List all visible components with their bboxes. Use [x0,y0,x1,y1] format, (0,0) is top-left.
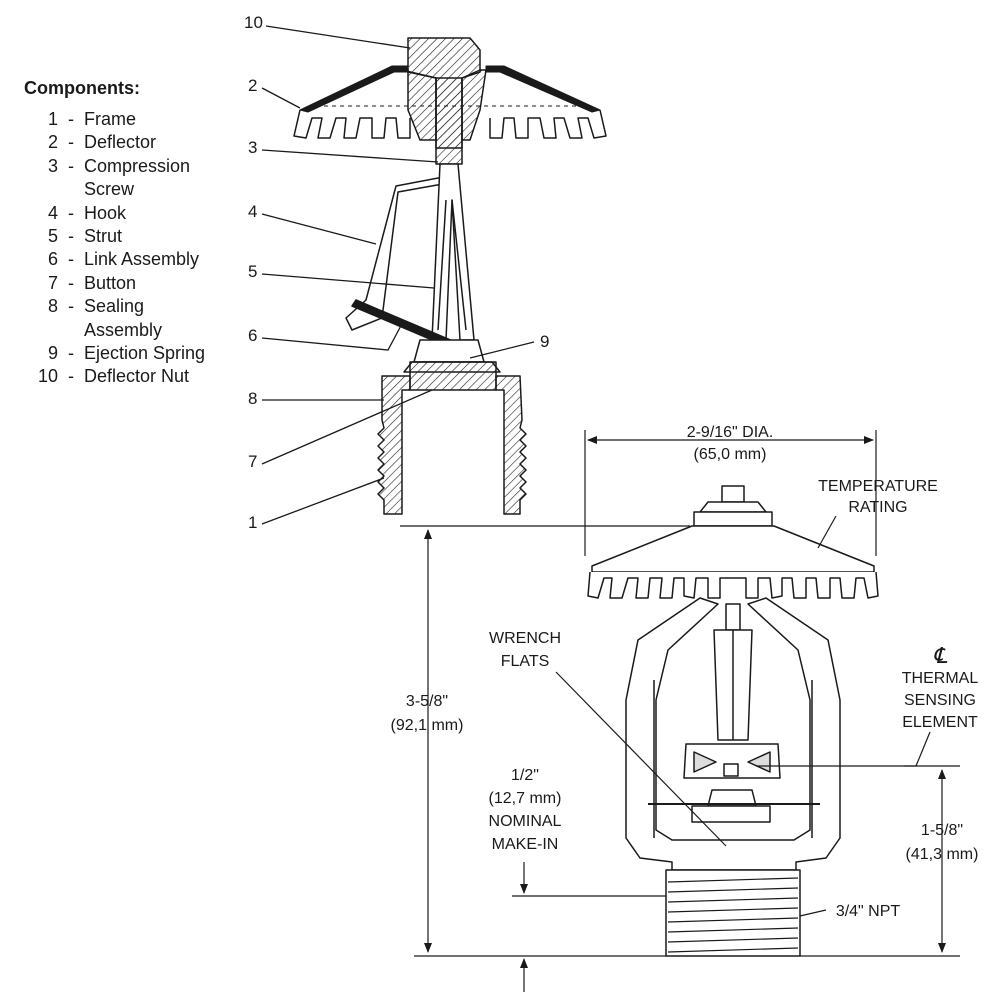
npt-thread-label: 3/4" NPT [836,903,901,920]
legend-item-dash: - [68,226,74,247]
thermal-sensing-label-2: SENSING [904,692,976,709]
callout-4: 4 [248,202,257,221]
make-in-dimension-mm: (12,7 mm) [489,790,562,807]
callout-10: 10 [244,13,263,32]
callout-8: 8 [248,389,257,408]
legend-item-number: 6 [47,249,58,270]
legend-item-dash: - [68,249,74,270]
diameter-dimension: 2-9/16" DIA. [687,424,774,441]
callout-9: 9 [540,332,549,351]
frame-body-left-section [377,375,411,515]
wrench-flats-label: WRENCH [489,630,561,647]
deflector-nut [721,485,745,503]
make-in-dimension: 1/2" [511,767,539,784]
callout-5: 5 [248,262,257,281]
legend-item-name: Ejection Spring [84,343,206,364]
legend-item-number: 2 [47,132,58,153]
legend-item: 3-Compression Screw [24,155,239,202]
legend-item-name: Frame [84,109,137,129]
compression-screw [725,603,741,631]
legend-item-dash: - [68,132,74,153]
legend-item-number: 9 [47,343,58,364]
sectional-view [293,37,607,515]
legend-item-name: Hook [84,202,127,223]
legend-item-dash: - [68,366,74,387]
legend-item-number: 4 [47,202,58,223]
legend-item: 7-Button [24,272,239,295]
deflector [591,525,875,573]
callout-numbers: 10 2 3 4 5 6 9 8 7 1 [244,13,549,532]
legend-item-name: Compression Screw [84,155,191,200]
thermal-sensing-element [683,743,781,779]
element-height-dimension-mm: (41,3 mm) [906,846,979,863]
legend-item-number: 7 [47,272,58,293]
legend-item-name: Button [84,272,137,293]
callout-6: 6 [248,326,257,345]
deflector-plate-section [299,65,409,113]
centerline-symbol: ℄ [933,643,948,668]
deflector-skirt-section [293,109,411,139]
hook-section [345,174,455,331]
dimension-text: 2-9/16" DIA. (65,0 mm) TEMPERATURE RATIN… [391,424,979,920]
legend-item-name: Link Assembly [84,249,200,270]
callout-1: 1 [248,513,257,532]
callout-3: 3 [248,138,257,157]
deflector-cone-section [401,69,437,141]
thermal-sensing-label-3: ELEMENT [902,714,978,731]
legend-item: 5-Strut [24,225,239,248]
diameter-dimension-mm: (65,0 mm) [694,446,767,463]
overall-height-dimension-mm: (92,1 mm) [391,717,464,734]
legend-item: 4-Hook [24,202,239,225]
overall-height-dimension: 3-5/8" [406,693,448,710]
make-in-label: MAKE-IN [492,836,559,853]
legend-item-name: Deflector Nut [84,366,190,387]
compression-screw-section [435,77,463,165]
wrench-flats-label-2: FLATS [501,653,550,670]
button-section [409,361,497,391]
make-in-nominal: NOMINAL [489,813,562,830]
ejection-spring-section [413,339,485,363]
legend-item: 8-Sealing Assembly [24,295,239,342]
legend-item: 6-Link Assembly [24,248,239,271]
legend-item-number: 5 [47,226,58,247]
sectional-leaders [261,25,535,525]
legend-item-name: Deflector [84,132,157,153]
frame-body-right-section [495,375,527,515]
deflector-tines [587,571,879,599]
dimension-lines [400,430,960,992]
legend-item-dash: - [68,272,74,293]
legend-item: 1-Frame [24,108,239,131]
legend-title: Components: [24,78,140,98]
legend-item-dash: - [68,343,74,364]
legend-item: 2-Deflector [24,131,239,154]
legend-item-dash: - [68,155,74,176]
callout-2: 2 [248,76,257,95]
callout-7: 7 [248,452,257,471]
legend-item: 9-Ejection Spring [24,342,239,365]
legend-item: 10-Deflector Nut [24,365,239,388]
element-height-dimension: 1-5/8" [921,822,963,839]
frame-arms [625,597,841,871]
legend-item-dash: - [68,296,74,317]
thermal-sensing-label: THERMAL [902,670,979,687]
legend-item-name: Sealing Assembly [84,296,163,340]
legend-item-number: 10 [37,366,58,387]
threaded-base [665,869,801,957]
thread-lines [667,877,799,953]
legend-item-number: 3 [47,155,58,176]
legend-item-dash: - [68,109,74,129]
temperature-rating-label: TEMPERATURE [818,478,938,495]
legend-item-number: 1 [47,109,58,129]
exterior-view [587,485,879,957]
legend-item-number: 8 [47,296,58,317]
temperature-rating-label-2: RATING [848,499,907,516]
legend-item-name: Strut [84,226,123,247]
legend-item-dash: - [68,202,74,223]
